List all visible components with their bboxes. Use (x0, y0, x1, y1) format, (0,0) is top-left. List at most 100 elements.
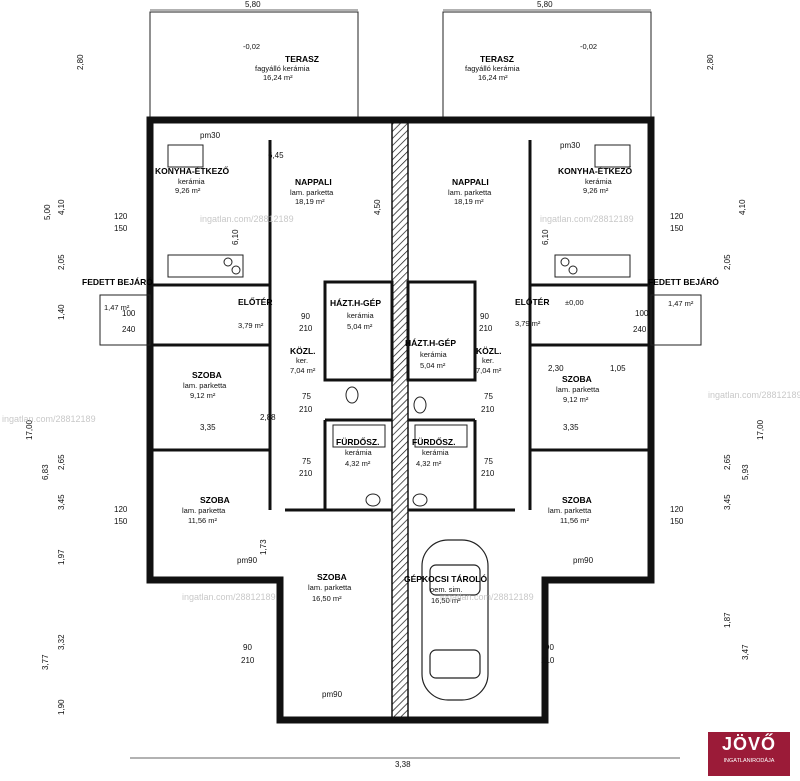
logo-brand: JÖVŐ (721, 734, 777, 754)
svg-text:3,45: 3,45 (723, 494, 732, 510)
svg-text:210: 210 (479, 324, 493, 333)
svg-text:16,50 m²: 16,50 m² (312, 594, 342, 603)
svg-text:FÜRDŐSZ.: FÜRDŐSZ. (336, 436, 379, 447)
svg-text:18,19 m²: 18,19 m² (295, 197, 325, 206)
svg-text:SZOBA: SZOBA (200, 495, 230, 505)
svg-text:3,77: 3,77 (41, 654, 50, 670)
svg-text:16,24 m²: 16,24 m² (478, 73, 508, 82)
svg-text:210: 210 (481, 405, 495, 414)
svg-text:90: 90 (301, 312, 310, 321)
svg-text:SZOBA: SZOBA (192, 370, 222, 380)
svg-text:75: 75 (302, 392, 311, 401)
entrance-niche-right (650, 294, 702, 346)
svg-text:90: 90 (243, 643, 252, 652)
svg-text:pm90: pm90 (573, 556, 594, 565)
dimension-labels: pm30 6,45 pm30 pm90 pm90 pm90 3,35 3,35 … (114, 131, 684, 769)
svg-text:3,47: 3,47 (741, 644, 750, 660)
svg-text:TERASZ: TERASZ (480, 54, 514, 64)
svg-text:ingatlan.com/28812189: ingatlan.com/28812189 (200, 214, 294, 224)
svg-text:5,04 m²: 5,04 m² (347, 322, 373, 331)
svg-text:7,04 m²: 7,04 m² (476, 366, 502, 375)
party-wall (391, 119, 409, 721)
agency-logo: JÖVŐ INGATLANIRODÁJA (708, 732, 790, 776)
svg-text:ingatlan.com/28812189: ingatlan.com/28812189 (2, 414, 96, 424)
svg-text:9,12 m²: 9,12 m² (563, 395, 589, 404)
svg-text:75: 75 (484, 457, 493, 466)
svg-text:kerámia: kerámia (178, 177, 206, 186)
svg-text:1,47 m²: 1,47 m² (668, 299, 694, 308)
svg-text:75: 75 (302, 457, 311, 466)
svg-text:210: 210 (541, 656, 555, 665)
svg-text:kerámia: kerámia (347, 311, 375, 320)
svg-text:120: 120 (114, 505, 128, 514)
svg-text:6,10: 6,10 (541, 229, 550, 245)
svg-text:100: 100 (635, 309, 649, 318)
svg-text:3,38: 3,38 (395, 760, 411, 769)
svg-text:120: 120 (670, 212, 684, 221)
svg-text:HÁZT.H-GÉP: HÁZT.H-GÉP (405, 338, 456, 348)
svg-text:5,04 m²: 5,04 m² (420, 361, 446, 370)
svg-text:4,32 m²: 4,32 m² (345, 459, 371, 468)
svg-text:lam. parketta: lam. parketta (308, 583, 352, 592)
svg-text:1,05: 1,05 (610, 364, 626, 373)
toilet-icon (332, 386, 468, 507)
svg-text:7,04 m²: 7,04 m² (290, 366, 316, 375)
svg-text:kerámia: kerámia (585, 177, 613, 186)
svg-text:FEDETT BEJÁRÓ: FEDETT BEJÁRÓ (82, 276, 153, 287)
svg-text:ingatlan.com/28812189: ingatlan.com/28812189 (440, 592, 534, 602)
svg-text:150: 150 (670, 224, 684, 233)
svg-text:-0,02: -0,02 (580, 42, 597, 51)
svg-text:3,79 m²: 3,79 m² (515, 319, 541, 328)
svg-text:3,79 m²: 3,79 m² (238, 321, 264, 330)
svg-text:1,97: 1,97 (57, 549, 66, 565)
svg-text:SZOBA: SZOBA (562, 495, 592, 505)
svg-text:kerámia: kerámia (420, 350, 448, 359)
svg-text:lam. parketta: lam. parketta (448, 188, 492, 197)
svg-text:pm30: pm30 (200, 131, 221, 140)
svg-text:NAPPALI: NAPPALI (295, 177, 332, 187)
svg-text:9,12 m²: 9,12 m² (190, 391, 216, 400)
svg-text:210: 210 (299, 324, 313, 333)
svg-text:75: 75 (484, 392, 493, 401)
svg-text:NAPPALI: NAPPALI (452, 177, 489, 187)
kitchen-left (167, 144, 244, 278)
svg-text:ELŐTÉR: ELŐTÉR (515, 296, 549, 307)
svg-text:210: 210 (241, 656, 255, 665)
svg-text:2,30: 2,30 (548, 364, 564, 373)
svg-text:kerámia: kerámia (345, 448, 373, 457)
svg-text:pm90: pm90 (237, 556, 258, 565)
svg-text:ker.: ker. (482, 356, 494, 365)
svg-text:90: 90 (545, 643, 554, 652)
outer-wall (146, 116, 655, 724)
svg-text:HÁZT.H-GÉP: HÁZT.H-GÉP (330, 298, 381, 308)
svg-text:2,88: 2,88 (260, 413, 276, 422)
svg-text:fagyálló kerámia: fagyálló kerámia (465, 64, 520, 73)
svg-text:1,87: 1,87 (723, 612, 732, 628)
svg-text:210: 210 (299, 469, 313, 478)
watermark: ingatlan.com/28812189 ingatlan.com/28812… (2, 214, 800, 602)
svg-text:fagyálló kerámia: fagyálló kerámia (255, 64, 310, 73)
interior-walls (150, 140, 651, 512)
svg-text:2,80: 2,80 (706, 54, 715, 70)
svg-text:pm90: pm90 (322, 690, 343, 699)
svg-text:150: 150 (670, 517, 684, 526)
svg-text:150: 150 (114, 224, 128, 233)
svg-text:4,10: 4,10 (57, 199, 66, 215)
svg-text:GÉPKOCSI TÁROLÓ: GÉPKOCSI TÁROLÓ (404, 573, 488, 584)
svg-text:ingatlan.com/28812189: ingatlan.com/28812189 (540, 214, 634, 224)
svg-text:lam. parketta: lam. parketta (183, 381, 227, 390)
svg-text:210: 210 (481, 469, 495, 478)
room-labels: TERASZ fagyálló kerámia 16,24 m² -0,02 T… (82, 42, 719, 605)
svg-text:11,56 m²: 11,56 m² (560, 516, 590, 525)
svg-text:6,83: 6,83 (41, 464, 50, 480)
svg-text:lam. parketta: lam. parketta (556, 385, 600, 394)
svg-text:16,24 m²: 16,24 m² (263, 73, 293, 82)
svg-text:lam. parketta: lam. parketta (290, 188, 334, 197)
dim-top-right: 5,80 (537, 0, 553, 9)
svg-text:1,90: 1,90 (57, 699, 66, 715)
svg-text:210: 210 (299, 405, 313, 414)
svg-text:4,10: 4,10 (738, 199, 747, 215)
svg-text:5,00: 5,00 (43, 204, 52, 220)
dim-top-left: 5,80 (245, 0, 261, 9)
svg-text:120: 120 (670, 505, 684, 514)
